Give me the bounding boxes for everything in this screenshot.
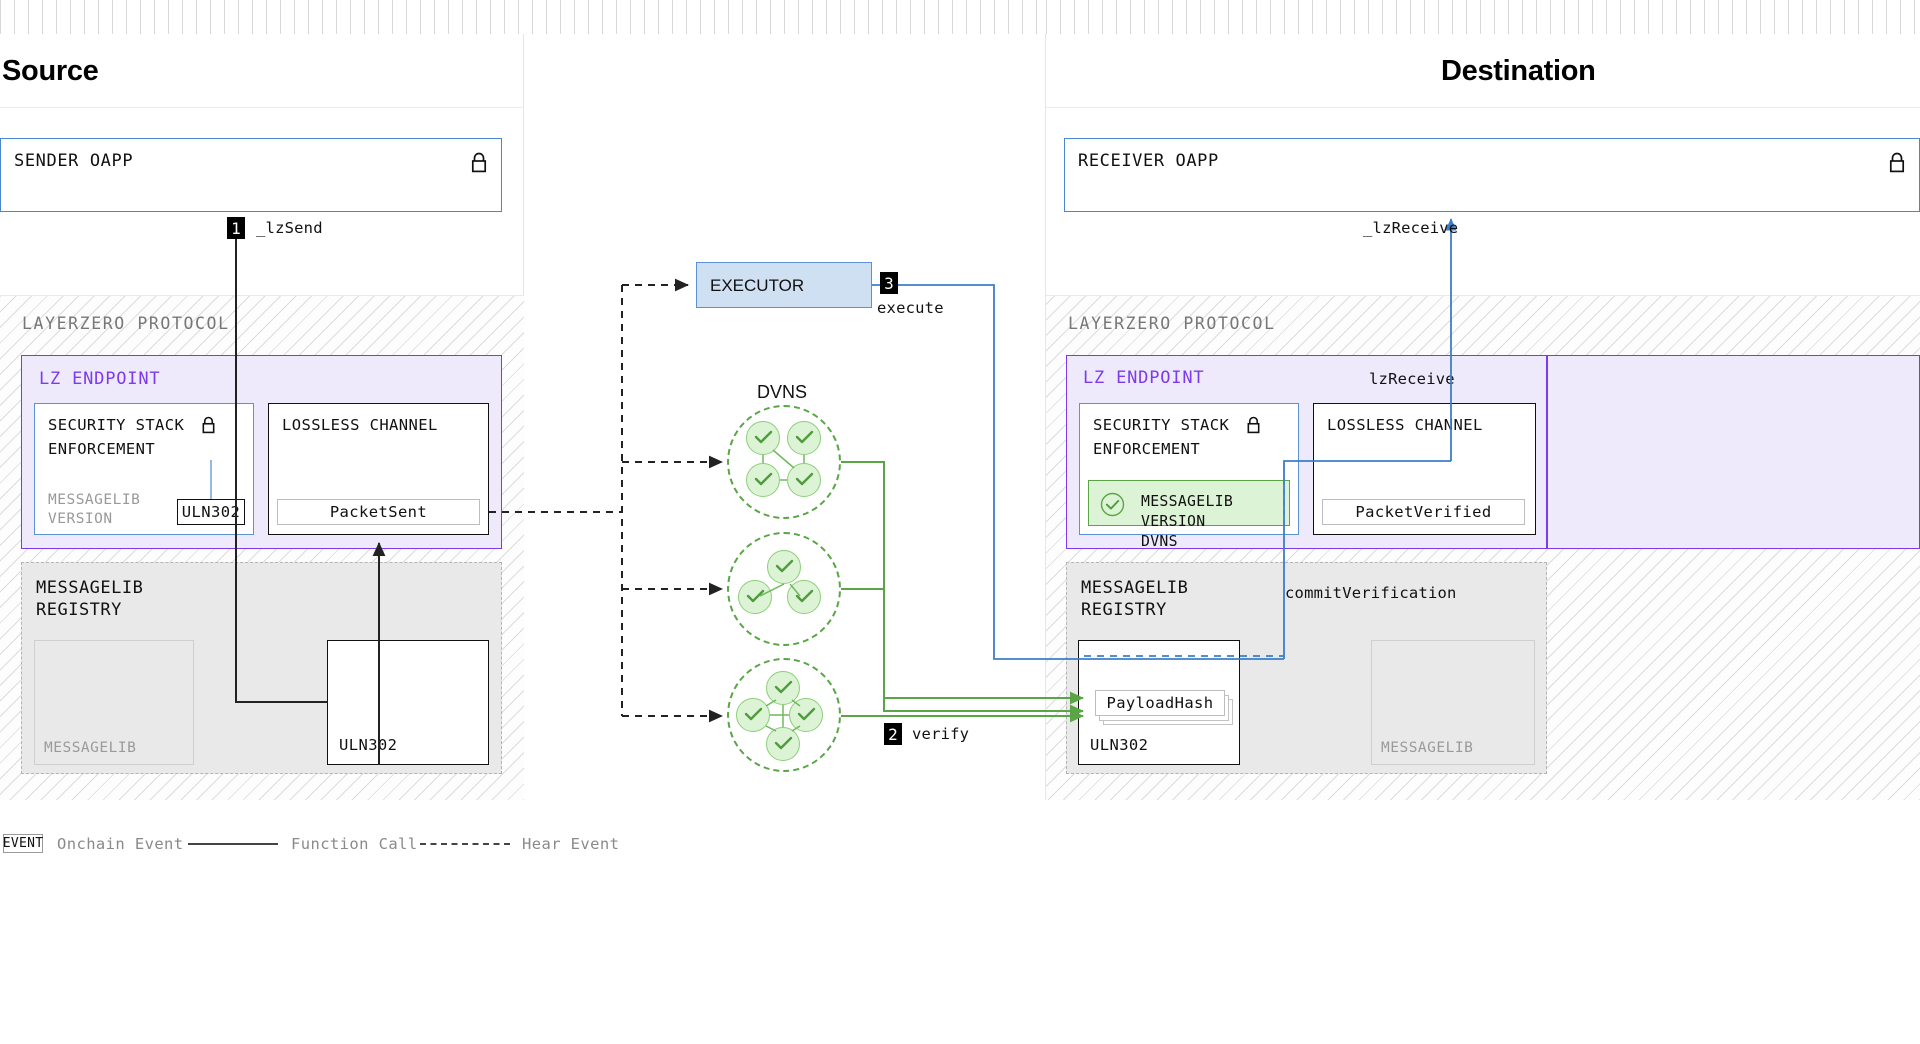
check-circle-icon (1100, 492, 1125, 521)
dvn-cluster-1-ring[interactable] (727, 405, 841, 519)
payloadhash-chip[interactable]: PayloadHash (1095, 690, 1225, 716)
destination-verified-text: MESSAGELIB VERSION DVNS (1141, 492, 1289, 552)
dvn-node[interactable] (787, 463, 821, 497)
step-label-verify: verify (912, 725, 970, 743)
lock-icon (201, 416, 216, 439)
source-messagelib-version-label: MESSAGELIB VERSION (48, 491, 140, 529)
header-rule-left (0, 107, 524, 108)
security-stack-line1: SECURITY STACK (1093, 416, 1230, 434)
destination-lzreceive-label: lzReceive (1369, 370, 1455, 388)
registry-line1: MESSAGELIB (36, 578, 144, 598)
dvn-cluster-2-ring[interactable] (727, 532, 841, 646)
source-registry-title: MESSAGELIB REGISTRY (36, 577, 143, 621)
registry-slot-label: MESSAGELIB (1381, 740, 1474, 756)
sender-oapp-box[interactable]: SENDER OAPP (0, 138, 502, 212)
dvn-node[interactable] (789, 698, 823, 732)
dvn-node[interactable] (787, 421, 821, 455)
messagelib-line2: VERSION (48, 511, 113, 527)
source-security-stack-title: SECURITY STACK ENFORCEMENT (48, 415, 216, 459)
security-stack-line1: SECURITY STACK (48, 416, 185, 434)
dvn-node[interactable] (766, 671, 800, 705)
step-label-execute: execute (877, 299, 944, 317)
page-title-destination: Destination (1441, 55, 1596, 87)
packet-sent-event-chip[interactable]: PacketSent (277, 499, 480, 525)
dvn-cluster-3-ring[interactable] (727, 658, 841, 772)
verified-line2: DVNS (1141, 533, 1178, 550)
source-registry-slot-uln302[interactable]: ULN302 (327, 640, 489, 765)
dvn-node[interactable] (787, 580, 821, 614)
step-badge-1: 1 (227, 217, 245, 239)
edge-label-lzreceive: _lzReceive (1363, 219, 1459, 237)
registry-slot-label: MESSAGELIB (44, 740, 137, 756)
dvn-node[interactable] (736, 698, 770, 732)
page-title-source: Source (2, 55, 99, 87)
source-lz-endpoint-label: LZ ENDPOINT (39, 369, 161, 389)
security-stack-line2: ENFORCEMENT (1093, 440, 1201, 458)
messagelib-line1: MESSAGELIB (48, 492, 141, 508)
sender-oapp-label: SENDER OAPP (14, 151, 134, 171)
top-hatch-left (0, 0, 1046, 34)
step-badge-3: 3 (880, 272, 898, 294)
step-label-lzsend: _lzSend (256, 219, 323, 237)
destination-registry-title: MESSAGELIB REGISTRY (1081, 577, 1188, 621)
destination-lz-endpoint-panel-right[interactable] (1547, 355, 1920, 549)
destination-registry-slot-messagelib[interactable]: MESSAGELIB (1371, 640, 1535, 765)
legend-label-hear-event: Hear Event (522, 835, 620, 853)
lock-icon (1246, 416, 1261, 439)
legend-event-chip: EVENT (2, 834, 44, 853)
top-hatch-right (1046, 0, 1920, 34)
step-badge-2: 2 (884, 723, 902, 745)
header-rule-right (1046, 107, 1920, 108)
dvns-title: DVNS (756, 382, 807, 402)
dvn-node[interactable] (738, 580, 772, 614)
legend-label-onchain-event: Onchain Event (57, 835, 184, 853)
executor-label: EXECUTOR (710, 276, 805, 295)
packet-verified-event-chip[interactable]: PacketVerified (1322, 499, 1525, 525)
receiver-oapp-box[interactable]: RECEIVER OAPP (1064, 138, 1920, 212)
source-registry-slot-messagelib[interactable]: MESSAGELIB (34, 640, 194, 765)
source-protocol-label: LAYERZERO PROTOCOL (22, 314, 230, 333)
commit-verification-label: commitVerification (1285, 584, 1457, 602)
dvn-node[interactable] (746, 463, 780, 497)
dvn-node[interactable] (746, 421, 780, 455)
registry-line2: REGISTRY (1081, 600, 1167, 620)
source-uln302-chip[interactable]: ULN302 (177, 499, 245, 525)
dvn-node[interactable] (767, 550, 801, 584)
destination-lossless-channel-title: LOSSLESS CHANNEL (1327, 416, 1483, 434)
lock-icon (470, 152, 488, 177)
registry-slot-label: ULN302 (339, 736, 398, 754)
destination-messagelib-version-dvns-box[interactable]: MESSAGELIB VERSION DVNS (1088, 480, 1290, 550)
lock-icon (1888, 152, 1906, 177)
destination-security-stack-title: SECURITY STACK ENFORCEMENT (1093, 415, 1261, 459)
source-lossless-channel-title: LOSSLESS CHANNEL (282, 416, 438, 434)
registry-line2: REGISTRY (36, 600, 122, 620)
legend-dashed-line (420, 843, 510, 845)
security-stack-line2: ENFORCEMENT (48, 440, 156, 458)
destination-protocol-label: LAYERZERO PROTOCOL (1068, 314, 1276, 333)
legend-solid-line (188, 843, 278, 845)
registry-slot-label: ULN302 (1090, 736, 1149, 754)
receiver-oapp-label: RECEIVER OAPP (1078, 151, 1219, 171)
verified-line1: MESSAGELIB VERSION (1141, 493, 1234, 530)
legend-label-function-call: Function Call (291, 835, 418, 853)
executor-box[interactable]: EXECUTOR (696, 262, 872, 308)
destination-lz-endpoint-label: LZ ENDPOINT (1083, 368, 1205, 388)
dvn-node[interactable] (766, 727, 800, 761)
registry-line1: MESSAGELIB (1081, 578, 1189, 598)
